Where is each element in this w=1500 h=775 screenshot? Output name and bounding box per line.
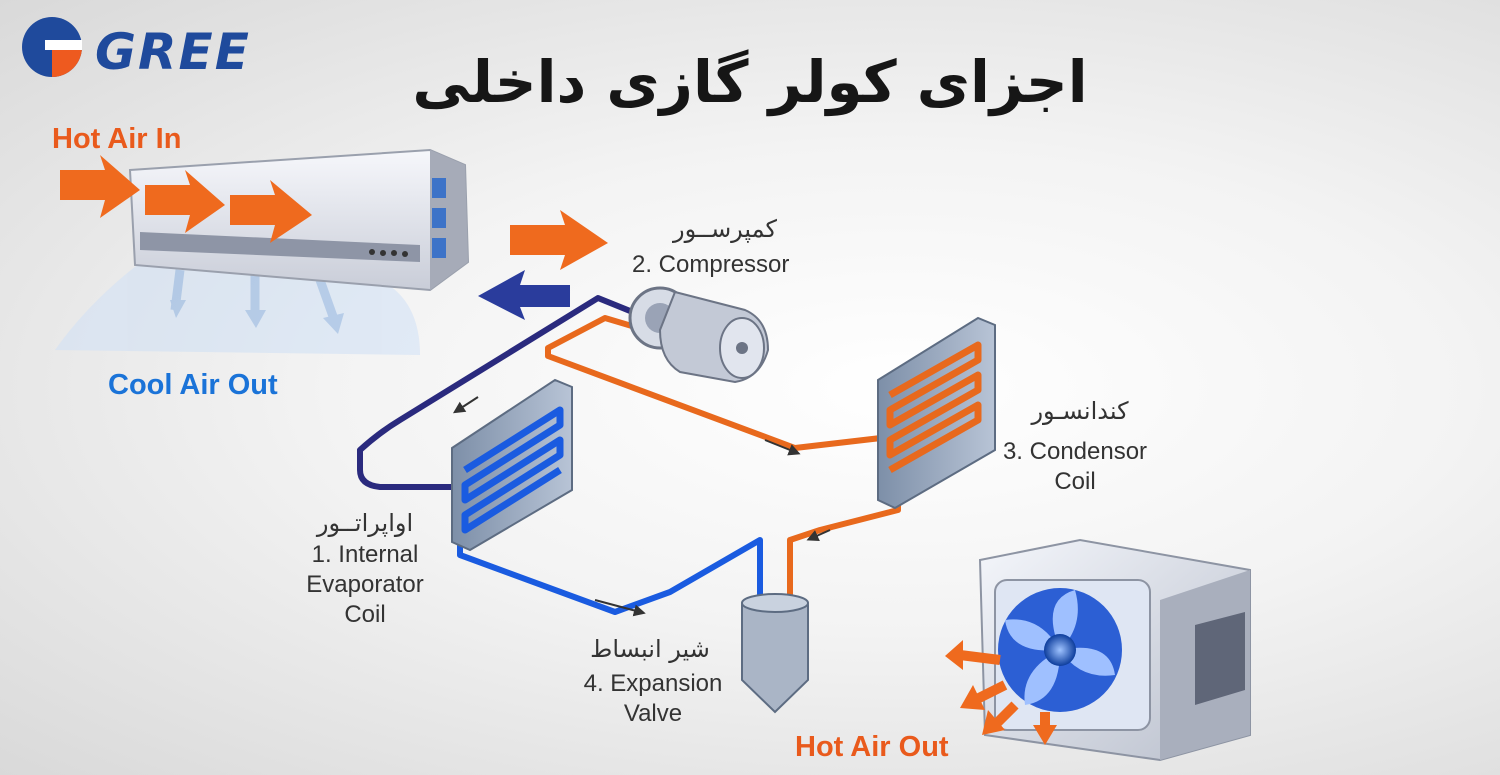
condensor-label-en-line2: Coil bbox=[1054, 468, 1096, 495]
compressor-icon bbox=[628, 286, 770, 384]
evaporator-label-en-line3: Coil bbox=[344, 601, 386, 628]
hot-air-out-label: Hot Air Out bbox=[795, 731, 949, 763]
condenser-coil-icon bbox=[877, 316, 996, 510]
expansion-valve-icon bbox=[741, 593, 809, 714]
evaporator-label-en-line1: 1. Internal bbox=[311, 541, 419, 568]
expansion-valve-label-en-line1: 4. Expansion bbox=[583, 670, 723, 697]
evaporator-label-en-line2: Evaporator bbox=[306, 571, 424, 598]
compressor-label-fa: کمپرســور bbox=[673, 215, 777, 243]
page-title: اجزای کولر گازی داخلی bbox=[412, 48, 1088, 116]
gree-logo-icon bbox=[22, 17, 82, 77]
expansion-valve-label-fa: شیر انبساط bbox=[590, 635, 710, 663]
brand-logo-text: GREE bbox=[95, 23, 251, 81]
hot-air-in-label: Hot Air In bbox=[52, 123, 182, 155]
evaporator-coil-icon bbox=[451, 378, 573, 552]
expansion-valve-label-en-line2: Valve bbox=[623, 700, 683, 727]
cool-air-return-arrow bbox=[478, 270, 570, 320]
hot-air-in-arrows bbox=[60, 155, 312, 243]
condensor-label-fa: کندانسـور bbox=[1031, 397, 1129, 425]
flow-direction-arrows bbox=[452, 396, 831, 617]
cool-air-out-label: Cool Air Out bbox=[108, 369, 278, 401]
evaporator-label-fa: اواپراتــور bbox=[316, 509, 414, 537]
fan-icon bbox=[998, 588, 1122, 712]
condensor-label-en-line1: 3. Condensor bbox=[1002, 438, 1148, 465]
hot-air-to-compressor-arrow bbox=[510, 210, 608, 270]
compressor-label-en: 2. Compressor bbox=[632, 251, 790, 278]
hot-air-out-arrows bbox=[945, 640, 1057, 745]
